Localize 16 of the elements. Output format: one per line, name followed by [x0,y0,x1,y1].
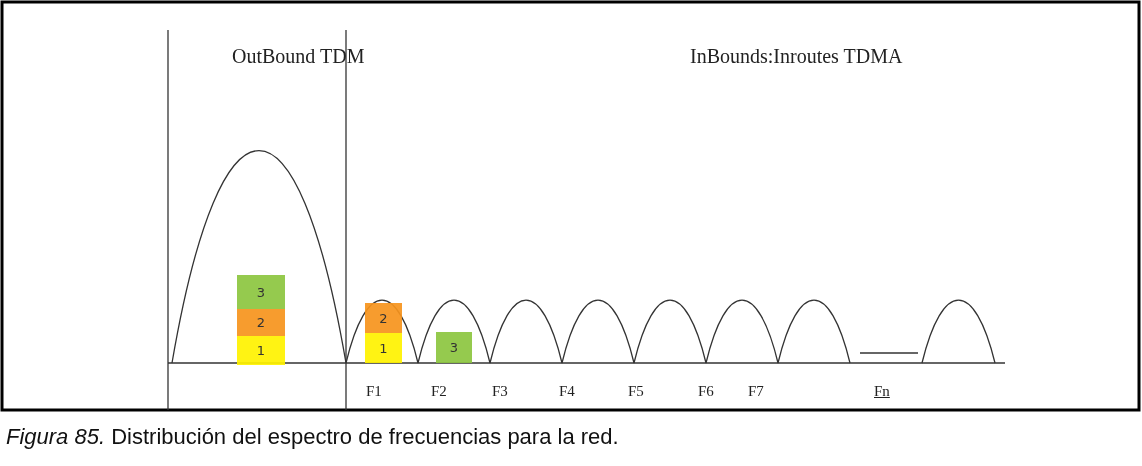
channel-slot: 3 [237,275,285,309]
figure-caption: Figura 85. Distribución del espectro de frecuencias para la red. [6,424,619,450]
frequency-label: F7 [748,383,764,400]
channel-slot: 1 [237,336,285,365]
channel-slot: 1 [365,333,402,363]
frequency-label: F1 [366,383,382,400]
frequency-label: Fn [873,383,891,400]
channel-slot: 2 [365,303,402,333]
frequency-label: F5 [628,383,644,400]
frequency-label: F3 [492,383,508,400]
frequency-label: F4 [559,383,575,400]
channel-slot: 2 [237,309,285,336]
section-heading: InBounds:Inroutes TDMA [690,45,903,68]
frequency-label: F2 [431,383,447,400]
frequency-label: F6 [698,383,714,400]
channel-slot: 3 [436,332,472,363]
